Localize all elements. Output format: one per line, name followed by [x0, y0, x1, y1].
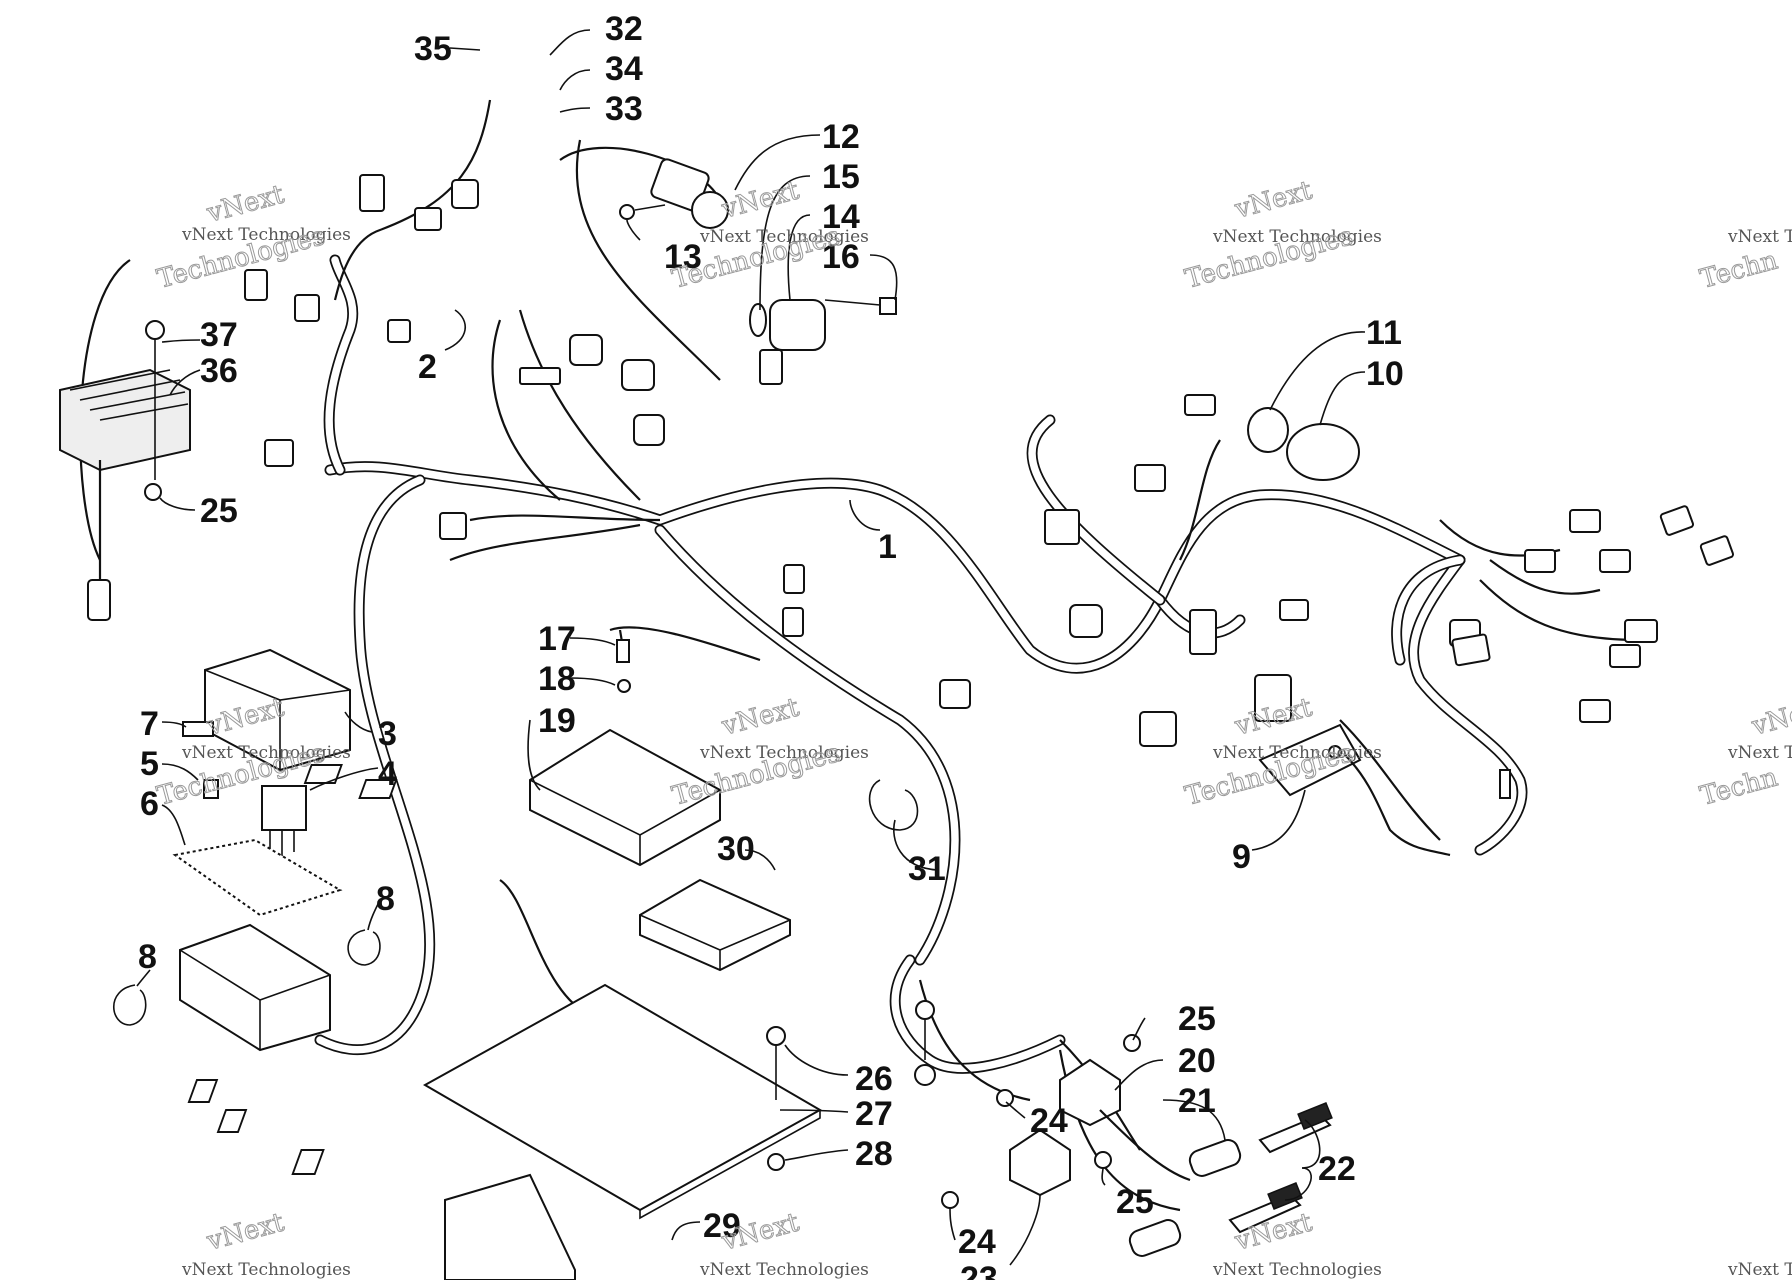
callout-12: 12	[822, 118, 860, 156]
clip-8-left	[112, 984, 147, 1026]
callout-1: 1	[878, 528, 897, 566]
callout-22: 22	[1318, 1150, 1356, 1188]
watermark-logo: vNext	[1231, 175, 1316, 225]
watermark-text-partial: vNext Te	[1727, 1260, 1792, 1280]
watermark-text-partial: vNext Te	[1727, 227, 1792, 247]
main-wiring-harness	[314, 254, 1528, 1074]
callout-7: 7	[140, 705, 159, 743]
ecu-module-19	[303, 728, 721, 867]
screw-26	[766, 1026, 786, 1100]
switch-14	[749, 297, 897, 351]
callout-25-regulator: 25	[200, 492, 238, 530]
callout-14: 14	[822, 198, 860, 236]
cdi-module-30	[639, 878, 791, 972]
callout-31: 31	[908, 850, 946, 888]
fuse-block-base	[179, 923, 331, 1052]
callout-35: 35	[414, 30, 452, 68]
callout-13: 13	[664, 238, 702, 276]
watermark-text: vNext Technologies	[1212, 227, 1382, 247]
callout-3: 3	[378, 715, 397, 753]
spark-plug-lower	[1228, 1181, 1303, 1234]
spark-plug-upper	[1258, 1101, 1333, 1154]
bolt-24-lower	[941, 1191, 959, 1209]
callout-25-lower: 25	[1116, 1183, 1154, 1221]
callout-23: 23	[960, 1260, 998, 1280]
callout-33: 33	[605, 90, 643, 128]
fuse-label-sheet-6	[172, 838, 343, 917]
ignition-coil-upper	[1059, 1058, 1242, 1182]
watermark-logo: vNext	[203, 1207, 288, 1257]
callout-29: 29	[703, 1207, 741, 1245]
callout-18: 18	[538, 660, 576, 698]
watermark-text: vNext Technologies	[181, 225, 351, 245]
leader-lines	[136, 29, 1366, 1266]
bolt-24-upper	[996, 1089, 1014, 1107]
watermark-logo-partial: Techn	[1697, 762, 1781, 811]
callout-9: 9	[1232, 838, 1251, 876]
bolt-37	[145, 320, 165, 480]
callout-8-right: 8	[376, 880, 395, 918]
bracket-9	[1258, 723, 1451, 857]
callout-25-upper: 25	[1178, 1000, 1216, 1038]
watermark-logo: vNext	[718, 175, 803, 225]
watermark-text: vNext Technologies	[1212, 1260, 1382, 1280]
nut-25-coil-upper	[1123, 1034, 1141, 1052]
callout-24-lower: 24	[958, 1223, 996, 1261]
nut-25-regulator	[144, 483, 162, 501]
clip-31	[868, 779, 919, 831]
callout-27: 27	[855, 1095, 893, 1133]
callout-28: 28	[855, 1135, 893, 1173]
callout-21: 21	[1178, 1082, 1216, 1120]
callout-16: 16	[822, 238, 860, 276]
callout-15: 15	[822, 158, 860, 196]
voltage-regulator	[59, 368, 191, 621]
callout-2: 2	[418, 348, 437, 386]
relay-4	[261, 785, 307, 858]
callout-6: 6	[140, 785, 159, 823]
callout-26: 26	[855, 1060, 893, 1098]
watermark-text: vNext Technologies	[699, 1260, 869, 1280]
plate-29	[444, 1173, 576, 1280]
callout-4: 4	[378, 755, 397, 793]
nut-25-coil-lower	[1094, 1151, 1112, 1169]
callout-17: 17	[538, 620, 576, 658]
watermark-logo-partial: vNe	[1748, 699, 1792, 742]
callout-30: 30	[717, 830, 755, 868]
callout-10: 10	[1366, 355, 1404, 393]
watermark-logo: vNext	[718, 692, 803, 742]
callout-32: 32	[605, 10, 643, 48]
callout-24-upper: 24	[1030, 1102, 1068, 1140]
callout-36: 36	[200, 352, 238, 390]
watermarks: vNext vNext Technologies Technologies vN…	[154, 175, 1792, 1280]
connector-7	[182, 721, 214, 737]
fuse-5	[203, 779, 219, 799]
washer-28	[767, 1153, 785, 1171]
clip-8-right	[347, 929, 381, 966]
harness-connectors	[244, 174, 1734, 799]
callout-11: 11	[1366, 314, 1402, 352]
callout-19: 19	[538, 702, 576, 740]
ignition-coil-lower	[1009, 1128, 1182, 1257]
ground-bolt	[914, 1000, 936, 1086]
watermark-logo: vNext	[203, 179, 288, 229]
lamp-socket-10	[1247, 407, 1360, 481]
sensor-17	[616, 629, 631, 693]
watermark-text: vNext Technologies	[181, 1260, 351, 1280]
callout-20: 20	[1178, 1042, 1216, 1080]
ignition-switch-12	[619, 158, 729, 229]
watermark-text: vNext Technologies	[699, 227, 869, 247]
callout-37: 37	[200, 316, 238, 354]
watermark-logo-partial: Techn	[1697, 245, 1781, 294]
callout-34: 34	[605, 50, 643, 88]
thin-wires	[79, 99, 1641, 1212]
watermark-text: vNext Technologies	[181, 743, 351, 763]
callout-labels: 1 2 3 4 5 6 7 8 8 9 10 11 12 13 14 15 16…	[138, 10, 1404, 1280]
watermark-text: vNext Technologies	[699, 743, 869, 763]
callout-8-left: 8	[138, 938, 157, 976]
callout-5: 5	[140, 745, 159, 783]
watermark-text-partial: vNext Te	[1727, 743, 1792, 763]
watermark-text: vNext Technologies	[1212, 743, 1382, 763]
